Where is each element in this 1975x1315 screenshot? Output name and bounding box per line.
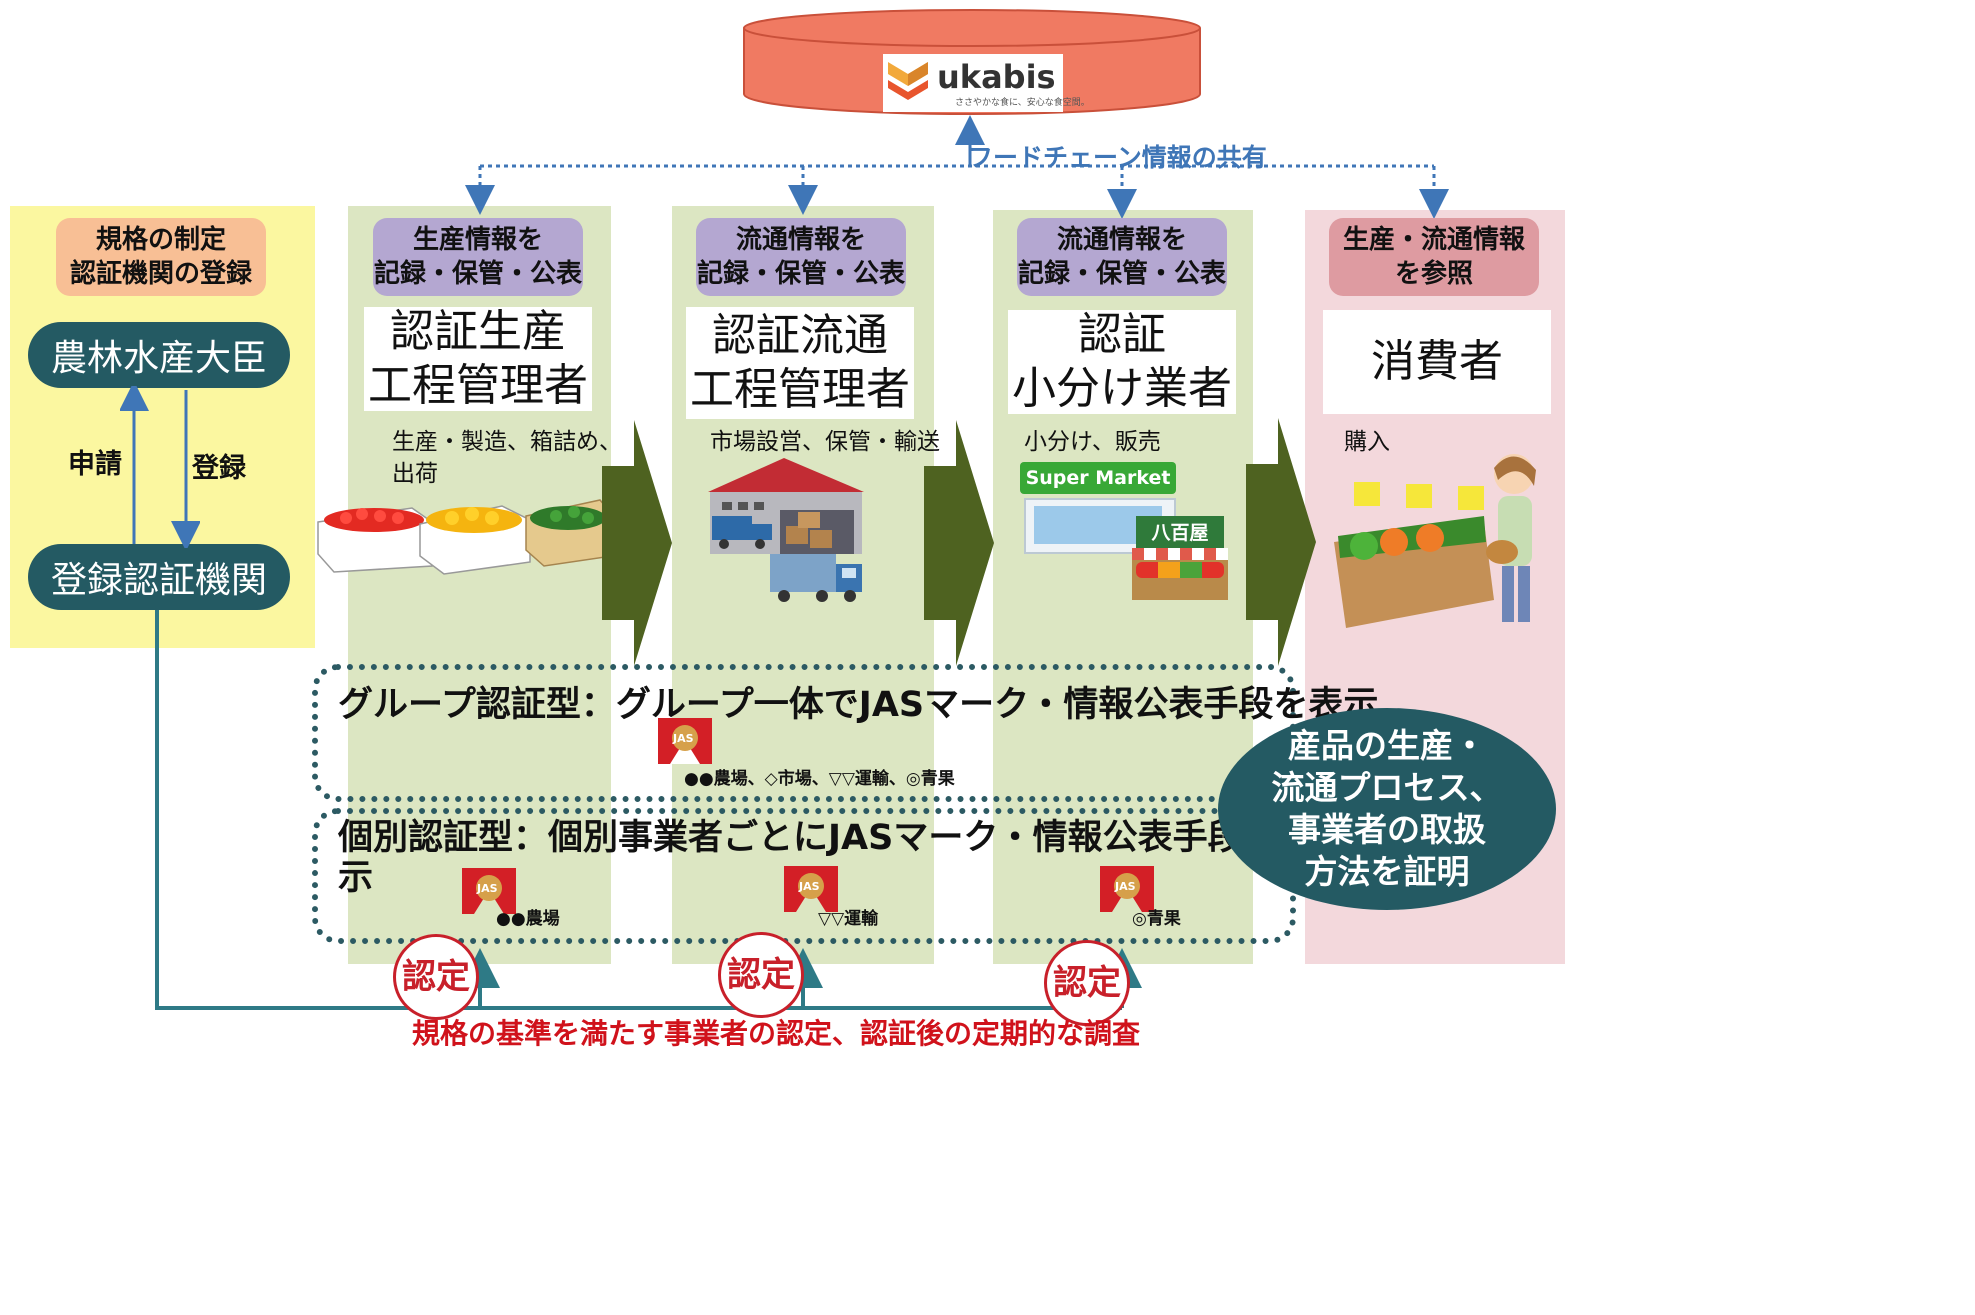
certified-seal-2: 認定 — [718, 932, 804, 1018]
column-3-title: 認証 小分け業者 — [1008, 309, 1236, 414]
footer-text: 規格の基準を満たす事業者の認定、認証後の定期的な調査 — [412, 1017, 1141, 1050]
jas-mark-icon: JAS — [658, 718, 712, 764]
column-2-desc: 市場設営、保管・輸送 — [710, 429, 940, 455]
group-jas-mark: JAS — [658, 718, 712, 764]
svg-text:JAS: JAS — [672, 732, 694, 745]
column-1-desc: 生産・製造、箱詰め、 出荷 — [392, 429, 622, 487]
certified-seal-3: 認定 — [1044, 940, 1130, 1026]
individual-caption-3: ◎青果 — [1132, 909, 1181, 929]
jas-mark-icon: JAS — [784, 866, 838, 912]
supermarket-illustration: Super Market 八百屋 — [1020, 462, 1228, 602]
agency-box: 登録認証機関 — [28, 544, 290, 610]
shop-roof — [1136, 516, 1224, 548]
jas-mark-icon: JAS — [1100, 866, 1154, 912]
register-label: 登録 — [192, 453, 246, 484]
individual-caption-1: ●●農場 — [496, 909, 560, 929]
ukabis-tagline: ささやかな食に、安心な食空間。 — [955, 98, 1090, 108]
column-1-title: 認証生産 工程管理者 — [364, 306, 592, 411]
apply-register-arrows — [120, 386, 200, 548]
individual-jas-mark-3: JAS — [1100, 866, 1154, 912]
warehouse-truck-illustration — [708, 458, 864, 602]
consumer-desc: 購入 — [1344, 429, 1390, 455]
left-header: 規格の制定 認証機関の登録 — [56, 218, 266, 296]
svg-text:JAS: JAS — [476, 882, 498, 895]
jas-mark-icon: JAS — [462, 868, 516, 914]
column-2-title: 認証流通 工程管理者 — [686, 307, 914, 419]
group-cert-caption: ●●農場、◇市場、▽▽運輸、◎青果 — [684, 769, 955, 789]
individual-cert-heading: 個別認証型：個別事業者ごとにJASマーク・情報公表手段を表 示 — [338, 818, 1313, 898]
group-cert-heading: グループ認証型：グループ一体でJASマーク・情報公表手段を表示 — [338, 685, 1379, 725]
ukabis-logo-mark-icon — [888, 62, 928, 100]
shopper-illustration — [1334, 454, 1536, 628]
shop-awning — [1132, 548, 1228, 560]
column-2-header: 流通情報を 記録・保管・公表 — [696, 218, 906, 296]
flow-arrow-2 — [924, 420, 994, 666]
apply-label: 申請 — [68, 449, 122, 480]
individual-caption-2: ▽▽運輸 — [818, 909, 879, 929]
individual-jas-mark-2: JAS — [784, 866, 838, 912]
minister-box: 農林水産大臣 — [28, 322, 290, 388]
column-3-desc: 小分け、販売 — [1024, 429, 1161, 455]
column-1-header: 生産情報を 記録・保管・公表 — [373, 218, 583, 296]
flow-arrow-3 — [1246, 418, 1316, 666]
shop-produce-top — [1136, 562, 1224, 578]
certification-lines — [155, 610, 1142, 1010]
svg-text:JAS: JAS — [798, 880, 820, 893]
proof-bubble: 産品の生産・ 流通プロセス、 事業者の取扱 方法を証明 — [1218, 708, 1556, 910]
shop-sign: 八百屋 — [1151, 521, 1209, 544]
flow-arrow-1 — [602, 420, 672, 666]
consumer-header: 生産・流通情報 を参照 — [1329, 218, 1539, 296]
ukabis-logo-text: ukabis — [937, 58, 1056, 96]
consumer-title: 消費者 — [1323, 310, 1551, 414]
produce-boxes-illustration — [317, 499, 613, 575]
certified-seal-1: 認定 — [393, 934, 479, 1020]
individual-jas-mark-1: JAS — [462, 868, 516, 914]
supermarket-sign: Super Market — [1020, 462, 1176, 494]
column-3-header: 流通情報を 記録・保管・公表 — [1017, 218, 1227, 296]
sharing-lines — [465, 115, 1449, 219]
svg-text:JAS: JAS — [1114, 880, 1136, 893]
sharing-label: フードチェーン情報の共有 — [968, 143, 1267, 172]
